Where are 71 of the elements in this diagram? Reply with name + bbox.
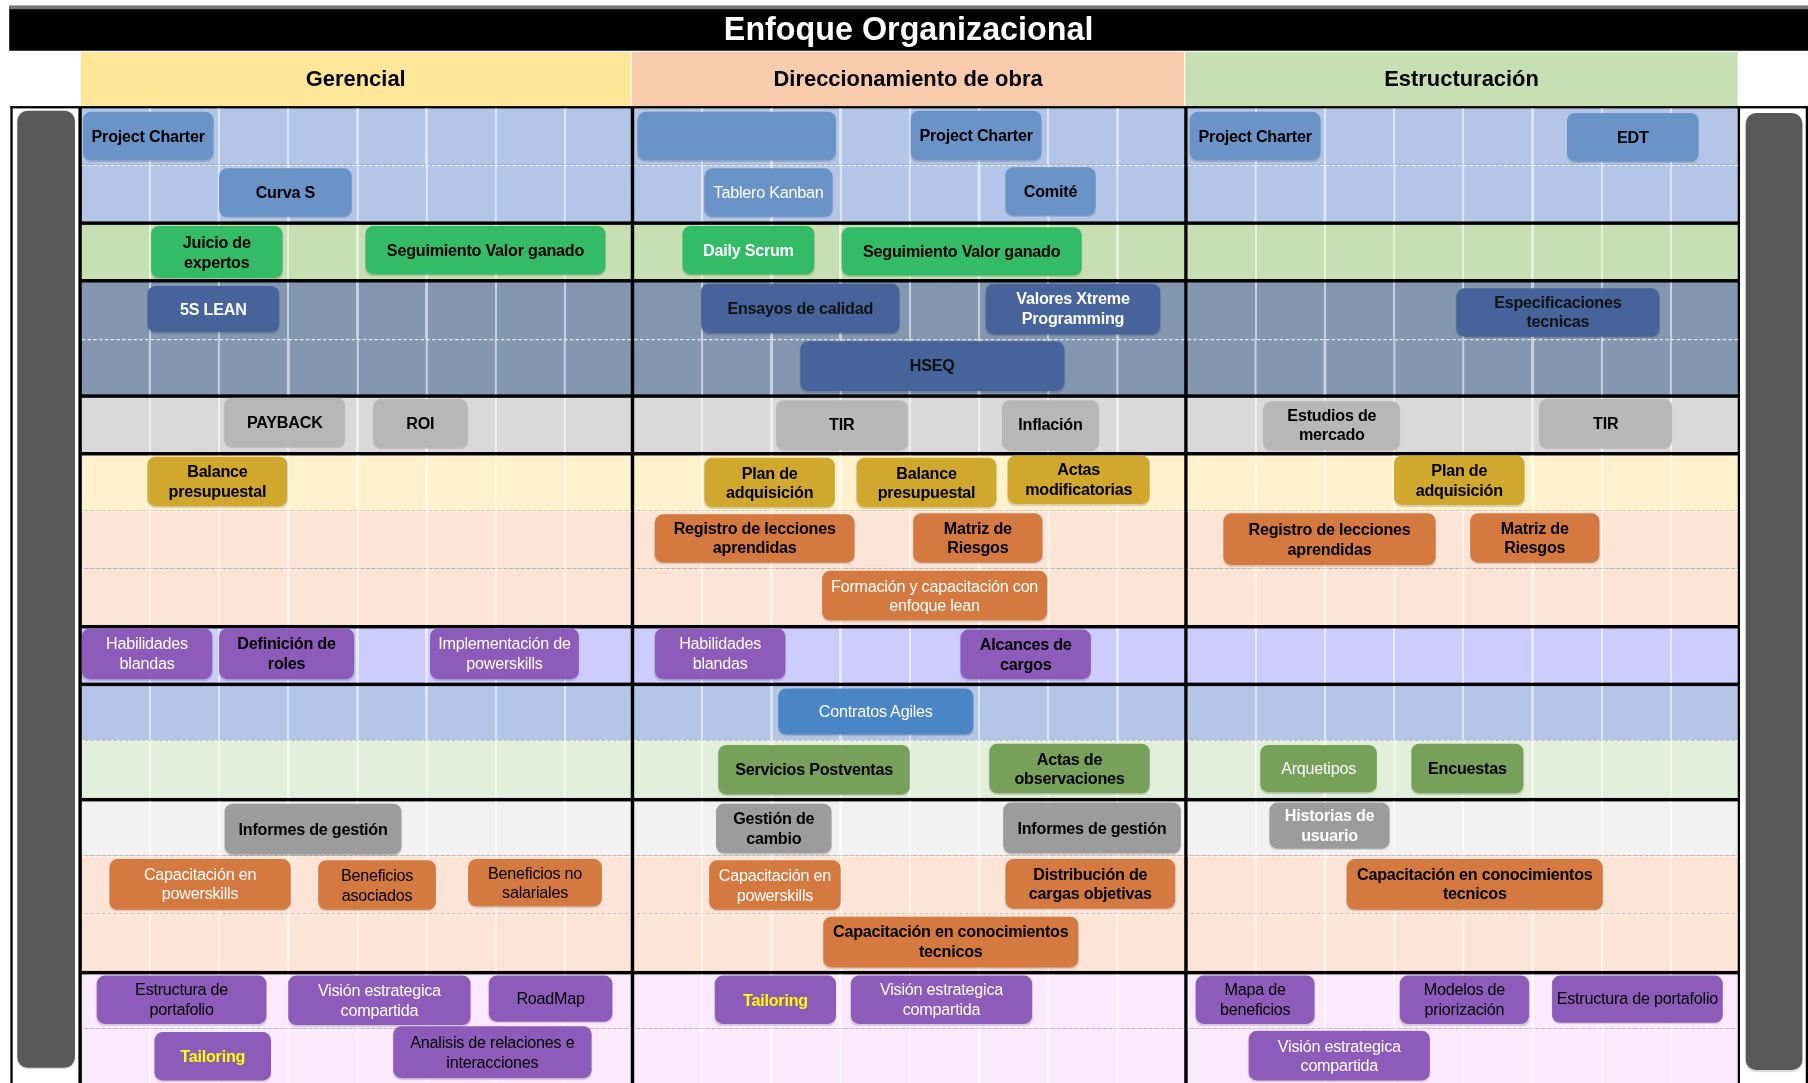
process-box: EDT (1567, 113, 1699, 162)
process-box: Estudios de mercado (1263, 401, 1400, 450)
process-box: Alcances de cargos (960, 629, 1091, 680)
process-box: PAYBACK (224, 397, 345, 447)
process-box: Seguimiento Valor ganado (365, 226, 606, 275)
process-box: TIR (1539, 398, 1672, 448)
side-bar (1745, 113, 1803, 1071)
process-box: Habilidades blandas (81, 628, 213, 680)
process-box: Arquetipos (1260, 744, 1377, 793)
process-box: Inflación (1002, 400, 1099, 450)
process-box: Distribución de cargas objetivas (1005, 859, 1175, 909)
process-box: Formación y capacitación con enfoque lean (822, 570, 1047, 621)
process-box: Tailoring (154, 1032, 271, 1081)
process-box: Implementación de powerskills (430, 628, 579, 680)
column-header: Gerencial (80, 51, 631, 107)
process-box: Plan de adquisición (1394, 455, 1525, 506)
side-bar (17, 110, 75, 1068)
process-box: Project Charter (1190, 111, 1321, 161)
process-box: Daily Scrum (682, 226, 815, 275)
process-box: Curva S (219, 168, 352, 217)
process-box: Estructura de portafolio (1552, 975, 1723, 1023)
process-box: Historias de usuario (1269, 802, 1390, 849)
process-box: 5S LEAN (147, 285, 280, 333)
process-box: Informes de gestión (224, 803, 402, 855)
process-box: Modelos de priorización (1399, 975, 1529, 1024)
process-box: Capacitación en conocimientos tecnicos (1346, 859, 1603, 910)
process-box: Seguimiento Valor ganado (841, 227, 1082, 276)
process-box: Matriz de Riesgos (1470, 513, 1600, 563)
process-box: Registro de lecciones aprendidas (654, 514, 855, 563)
process-box: Capacitación en powerskills (709, 860, 841, 910)
process-box: Registro de lecciones aprendidas (1223, 513, 1436, 565)
process-box: Informes de gestión (1003, 802, 1181, 854)
process-box: Gestión de cambio (716, 803, 832, 854)
column-header: Estructuración (1185, 51, 1738, 107)
process-box (637, 111, 836, 161)
process-box: Ensayos de calidad (701, 283, 900, 334)
process-box: Encuestas (1411, 743, 1524, 794)
process-box: RoadMap (488, 975, 613, 1022)
process-box: Project Charter (910, 110, 1042, 161)
process-box: Project Charter (83, 111, 214, 161)
process-box: Balance presupuestal (147, 456, 288, 507)
process-box: Capacitación en powerskills (109, 859, 291, 910)
process-box: Mapa de beneficios (1195, 975, 1315, 1024)
process-box: Capacitación en conocimientos tecnicos (823, 916, 1079, 968)
process-box: Tailoring (714, 975, 836, 1024)
process-box: Beneficios asociados (318, 860, 436, 910)
process-box: Actas modificatorias (1007, 455, 1150, 504)
process-box: Visión estrategica compartida (288, 975, 471, 1026)
process-box: Habilidades blandas (654, 628, 786, 680)
process-box: Estructura de portafolio (96, 975, 267, 1024)
process-box: Matriz de Riesgos (913, 513, 1043, 563)
process-box: Definición de roles (219, 628, 354, 680)
process-box: HSEQ (800, 341, 1065, 391)
process-box: Balance presupuestal (856, 457, 997, 508)
process-box: Valores Xtreme Programming (985, 283, 1160, 335)
title: Enfoque Organizacional (9, 5, 1808, 51)
process-box: Visión estrategica compartida (1248, 1030, 1430, 1081)
process-box: TIR (776, 400, 908, 450)
process-box: Contratos Agiles (778, 688, 974, 735)
process-box: Visión estrategica compartida (851, 975, 1032, 1024)
process-box: Tablero Kanban (704, 168, 833, 217)
process-box: Juicio de expertos (151, 226, 283, 278)
process-box: ROI (373, 398, 467, 448)
process-box: Beneficios no salariales (468, 859, 602, 907)
process-box: Servicios Postventas (718, 744, 910, 795)
process-box: Comité (1005, 167, 1096, 216)
process-box: Especificaciones tecnicas (1456, 288, 1660, 337)
process-box: Actas de observaciones (989, 743, 1150, 794)
column-header: Direccionamiento de obra (631, 51, 1185, 107)
process-box: Plan de adquisición (704, 457, 835, 508)
process-box: Analisis de relaciones e interacciones (393, 1026, 592, 1079)
